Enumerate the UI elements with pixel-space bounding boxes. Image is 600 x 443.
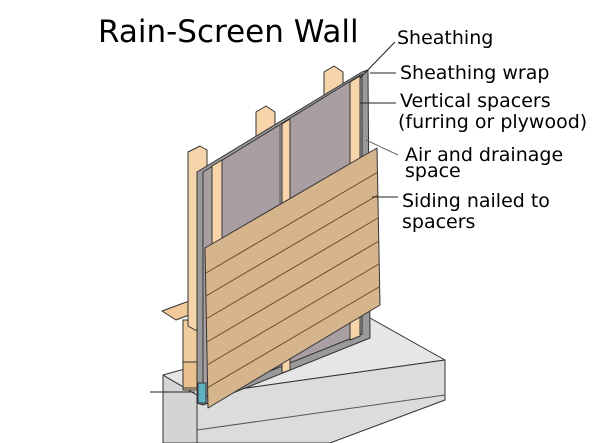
flashing <box>197 382 207 404</box>
label-air-space: Air and drainage <box>405 144 564 166</box>
label-vertical-spacers: Vertical spacers <box>400 90 551 112</box>
label-sheathing-wrap: Sheathing wrap <box>400 62 550 84</box>
label-vertical-spacers-detail: (furring or plywood) <box>398 111 588 133</box>
label-siding-2: spacers <box>402 211 476 233</box>
label-siding: Siding nailed to <box>402 190 550 212</box>
label-sheathing: Sheathing <box>397 27 494 49</box>
diagram-title: Rain-Screen Wall <box>98 14 359 50</box>
siding <box>204 147 381 409</box>
foundation-front-face <box>196 359 446 443</box>
label-air-space-2: space <box>405 160 461 182</box>
